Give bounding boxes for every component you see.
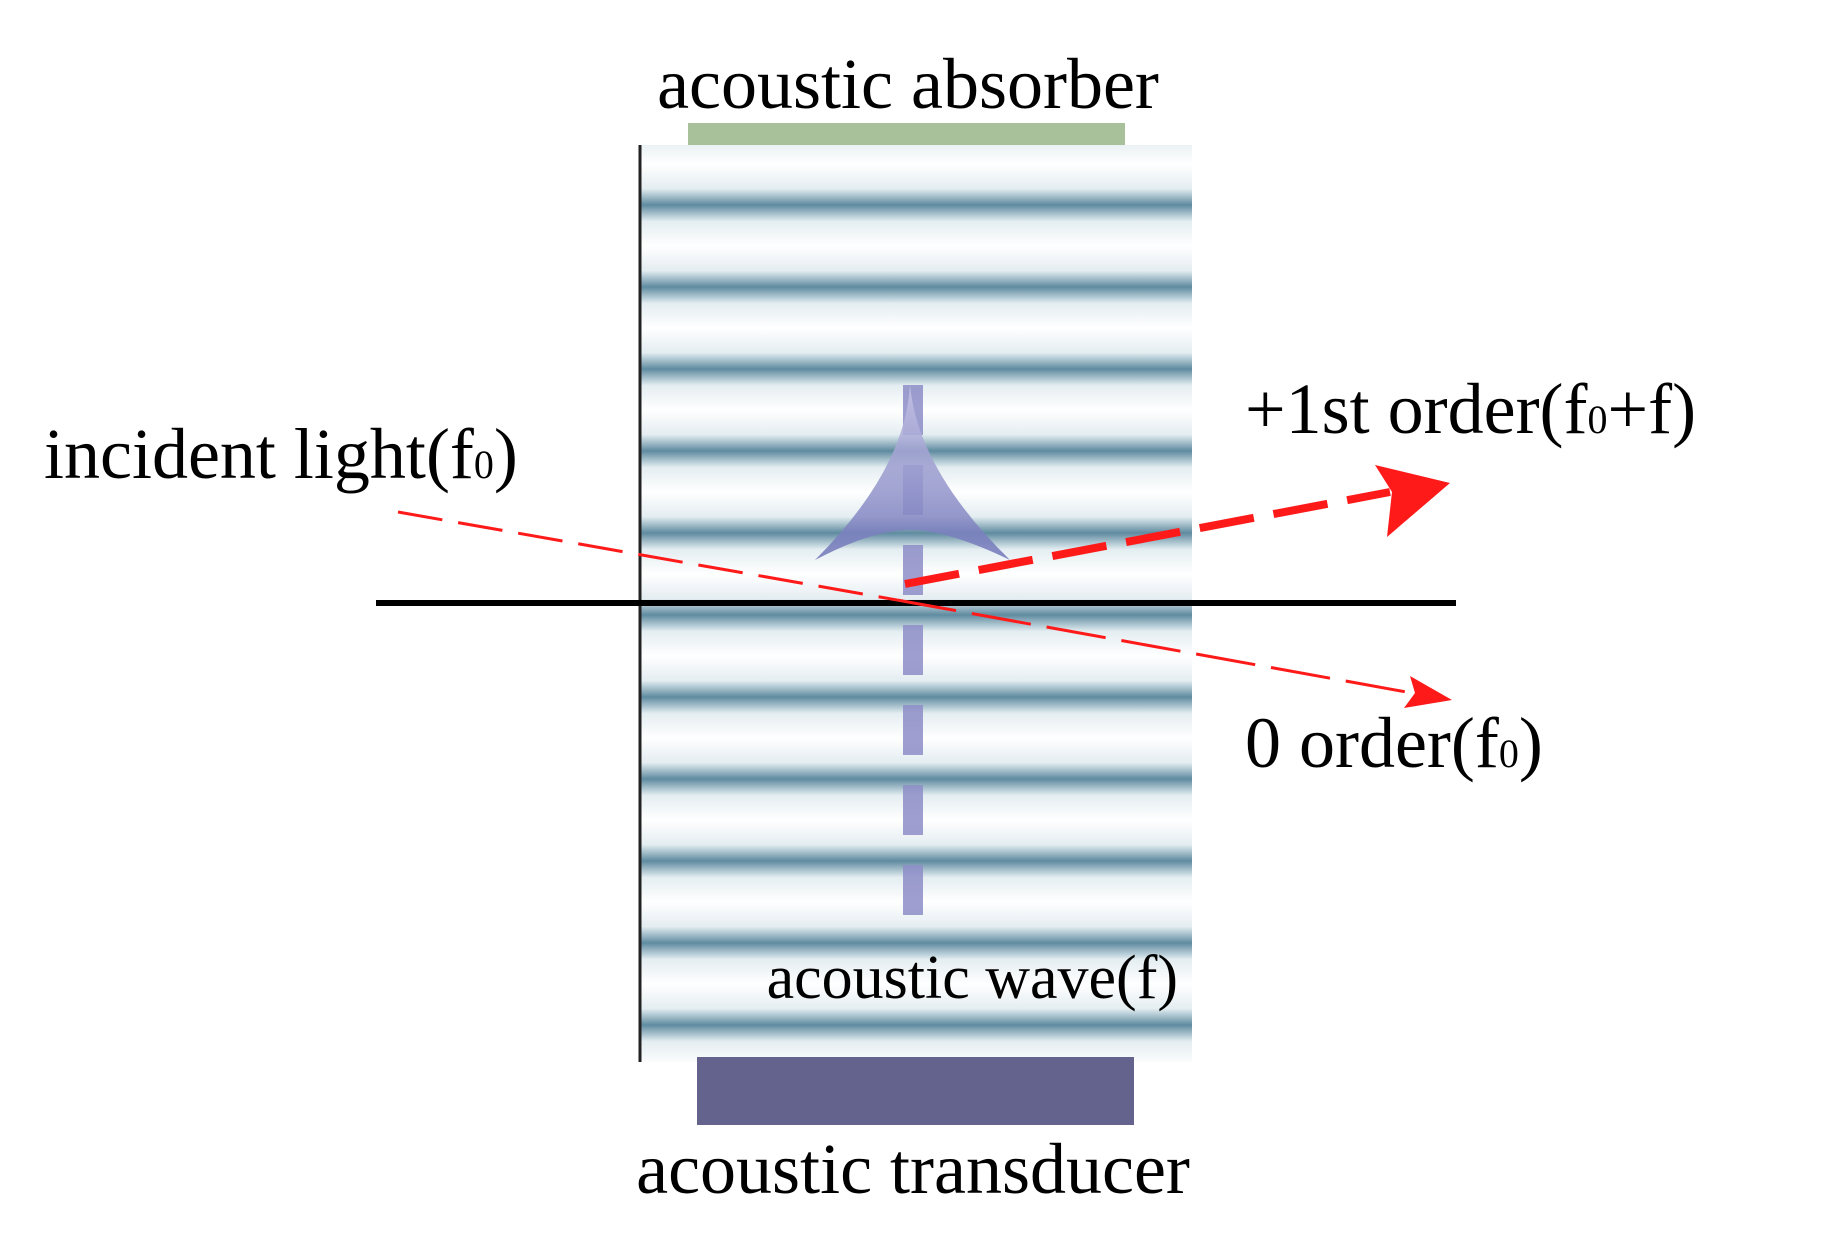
acoustic-wave-label: acoustic wave(f): [767, 944, 1178, 1012]
incident-light-label: incident light(f0): [44, 414, 518, 494]
first-order-ray: [904, 488, 1391, 588]
acoustic-transducer-label: acoustic transducer: [636, 1129, 1190, 1209]
zero-order-subscript: 0: [1499, 731, 1519, 776]
incident-light-ray: [397, 510, 898, 602]
incident-light-text: incident light(f: [44, 414, 474, 494]
acoustic-absorber: [688, 123, 1125, 145]
zero-order-label: 0 order(f0): [1245, 703, 1543, 783]
incident-light-close: ): [494, 414, 518, 494]
first-order-tail: +f): [1608, 369, 1697, 449]
acoustic-absorber-label: acoustic absorber: [657, 44, 1159, 124]
first-order-arrowhead-icon: [1375, 465, 1450, 537]
zero-order-arrowhead-icon: [1404, 676, 1452, 708]
first-order-text: +1st order(f: [1245, 369, 1588, 449]
incident-light-subscript: 0: [474, 442, 494, 487]
first-order-label: +1st order(f0+f): [1245, 369, 1696, 449]
zero-order-text: 0 order(f: [1245, 703, 1499, 783]
first-order-subscript: 0: [1588, 397, 1608, 442]
zero-order-close: ): [1519, 703, 1543, 783]
zero-order-ray: [896, 598, 1413, 695]
acoustic-transducer: [697, 1057, 1134, 1125]
upward-arrowhead-icon: [815, 385, 1010, 560]
